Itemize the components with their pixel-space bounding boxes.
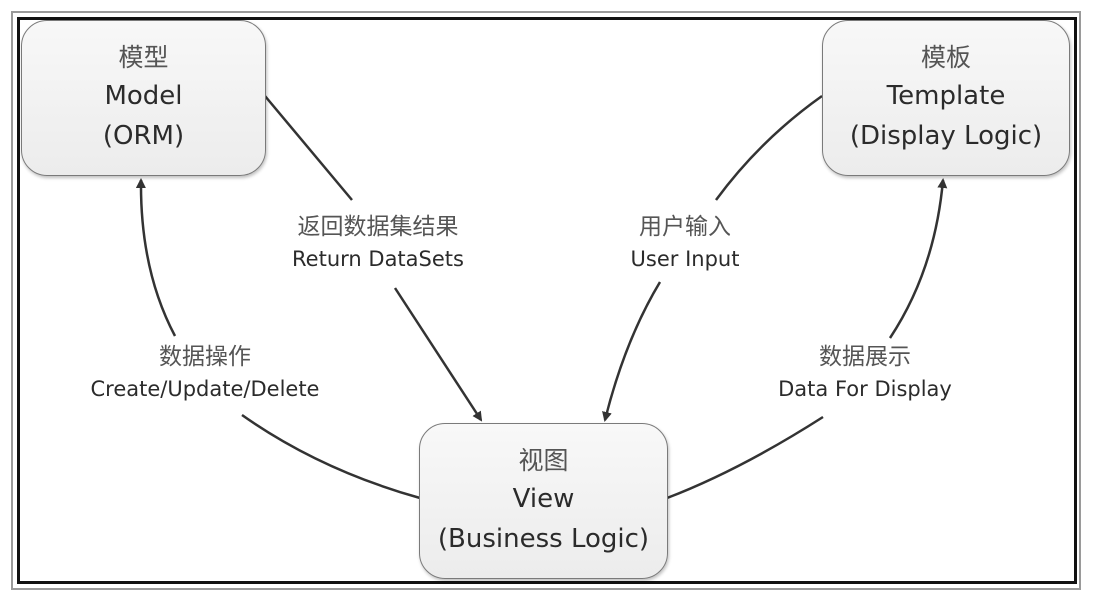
- data-display-en: Data For Display: [778, 377, 952, 401]
- view-node: 视图 View (Business Logic): [419, 423, 668, 579]
- edge-label-data-ops: 数据操作 Create/Update/Delete: [55, 340, 355, 404]
- template-en-label: Template: [886, 81, 1006, 111]
- view-en-label: View: [512, 484, 575, 514]
- template-node: 模板 Template (Display Logic): [822, 20, 1070, 176]
- model-en-label: Model: [104, 81, 183, 111]
- view-zh-label: 视图: [518, 446, 569, 475]
- edge-label-user-input: 用户输入 User Input: [600, 210, 770, 274]
- return-datasets-en: Return DataSets: [292, 247, 464, 271]
- view-sub-label: (Business Logic): [437, 524, 650, 554]
- template-zh-label: 模板: [920, 43, 971, 72]
- user-input-zh: 用户输入: [639, 214, 731, 240]
- template-sub-label: (Display Logic): [849, 121, 1043, 151]
- model-zh-label: 模型: [118, 43, 169, 72]
- edge-label-data-display: 数据展示 Data For Display: [750, 340, 980, 404]
- user-input-en: User Input: [630, 247, 740, 271]
- model-node: 模型 Model (ORM): [21, 20, 266, 176]
- model-sub-label: (ORM): [102, 121, 185, 151]
- data-ops-en: Create/Update/Delete: [90, 377, 320, 401]
- data-ops-zh: 数据操作: [159, 344, 251, 370]
- data-display-zh: 数据展示: [819, 344, 911, 370]
- return-datasets-zh: 返回数据集结果: [297, 214, 459, 240]
- edge-label-return-datasets: 返回数据集结果 Return DataSets: [258, 210, 498, 274]
